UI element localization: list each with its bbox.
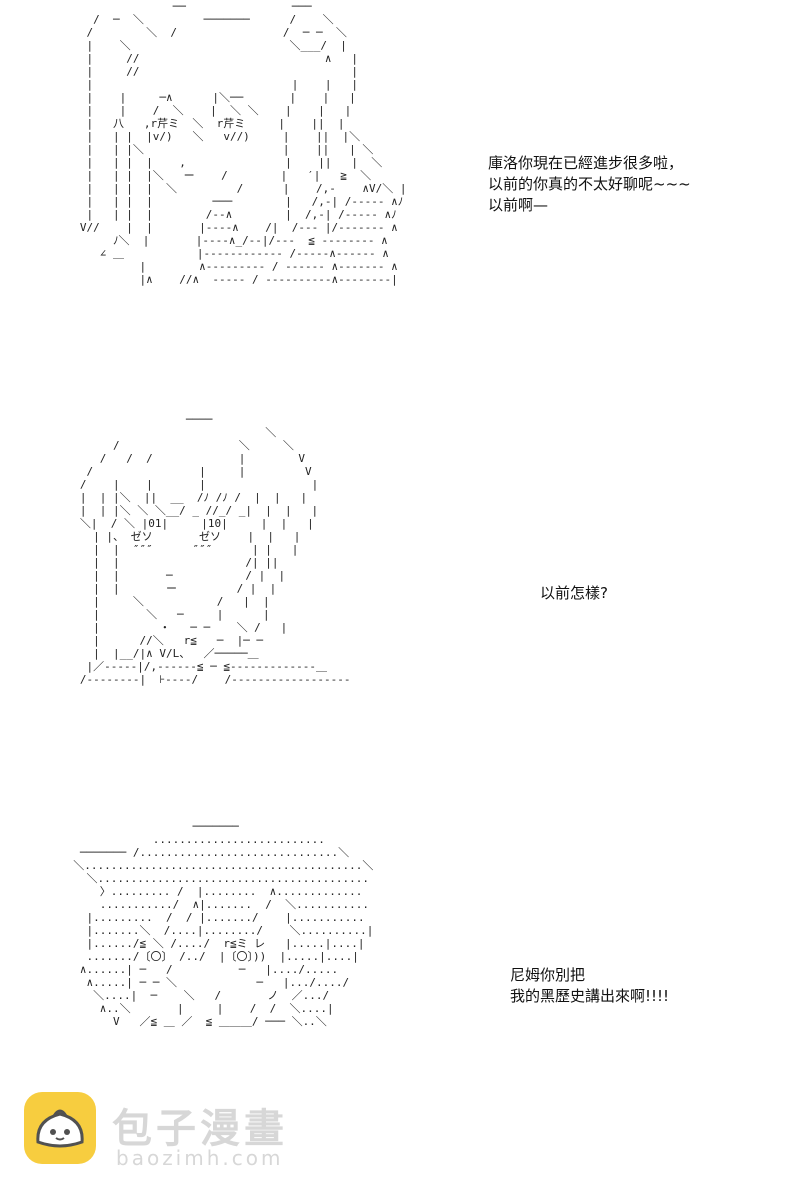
panel-2: ──── ＼ / ＼ ＼ / / / | V / | | V / | | | |…	[0, 400, 800, 820]
watermark-title: 包子漫畫	[112, 1106, 288, 1152]
dialogue-text: 以前怎樣?	[540, 583, 608, 604]
bun-logo-icon	[24, 1092, 96, 1164]
ascii-art-girl-embarrassed: ─────── .......................... ─────…	[73, 820, 374, 1028]
ascii-art-girls-talking: ── ─── / ─ ＼ ─────── / ＼ / ＼ / / ─ ─ ＼ |…	[79, 0, 407, 286]
panel-3: ─────── .......................... ─────…	[0, 820, 800, 1200]
dialogue-text: 庫洛你現在已經進步很多啦， 以前的你真的不太好聊呢~~~ 以前啊—	[488, 153, 691, 216]
watermark-url: baozimh.com	[116, 1146, 284, 1170]
ascii-art-boy-worried: ──── ＼ / ＼ ＼ / / / | V / | | V / | | | |…	[79, 413, 351, 686]
watermark: 包子漫畫 baozimh.com	[24, 1092, 324, 1172]
dialogue-line: 尼姆你別把	[510, 966, 586, 984]
dialogue-line: 以前啊—	[488, 196, 549, 214]
dialogue-line: 以前怎樣?	[540, 584, 608, 602]
dialogue-line: 庫洛你現在已經進步很多啦，	[488, 154, 684, 172]
dialogue-text: 尼姆你別把 我的黑歷史講出來啊!!!!	[510, 965, 669, 1007]
dialogue-line: 我的黑歷史講出來啊!!!!	[510, 987, 670, 1005]
dialogue-line: 以前的你真的不太好聊呢~~~	[488, 175, 691, 193]
panel-1: ── ─── / ─ ＼ ─────── / ＼ / ＼ / / ─ ─ ＼ |…	[0, 0, 800, 400]
